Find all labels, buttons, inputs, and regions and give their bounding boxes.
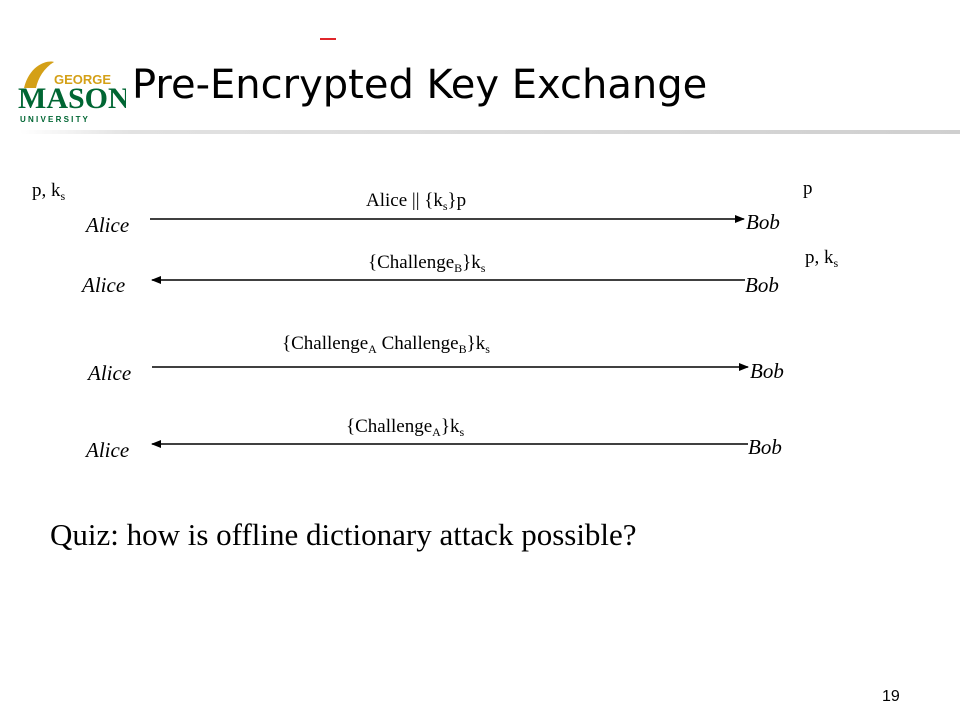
message-3-sub-mid: B [458,342,467,356]
message-4-pre: {Challenge [346,416,433,437]
message-1-post: }p [447,190,467,211]
message-3-sub: A [368,342,377,356]
page-number: 19 [882,688,900,705]
message-2-sub2: s [480,261,486,275]
bob-label-4: Bob [748,435,782,459]
logo-line3: U N I V E R S I T Y [20,115,89,124]
message-1-pre: Alice || {k [366,190,443,211]
message-4-post: }k [440,416,460,437]
message-4-sub: A [432,425,441,439]
alice-label-3: Alice [88,361,132,385]
message-3: {ChallengeA ChallengeB}ks [282,333,490,356]
bob-label-1: Bob [746,210,780,234]
message-2-pre: {Challenge [368,252,455,273]
alice-label-2: Alice [82,273,126,297]
bob-knowledge-after-sub: s [833,256,839,270]
message-4: {ChallengeA}ks [346,416,465,439]
message-1: Alice || {ks}p [366,190,467,213]
alice-knowledge-sub: s [60,189,66,203]
alice-label-1: Alice [86,213,130,237]
quiz-question: Quiz: how is offline dictionary attack p… [50,517,637,552]
message-2-sub: B [454,261,463,275]
accent-dash [320,38,336,40]
message-3-post: }k [466,333,486,354]
bob-knowledge-after-text: p, k [805,247,834,268]
message-3-mid: Challenge [376,333,459,354]
alice-knowledge: p, ks [32,180,66,203]
bob-label-2: Bob [745,273,779,297]
message-1-sub: s [442,199,448,213]
bob-label-3: Bob [750,359,784,383]
gmu-logo: GEORGE MASON U N I V E R S I T Y [14,58,130,126]
bob-knowledge-after: p, ks [805,247,839,270]
alice-label-4: Alice [86,438,130,462]
message-3-pre: {Challenge [282,333,369,354]
message-2: {ChallengeB}ks [368,252,486,275]
alice-knowledge-text: p, k [32,180,61,201]
message-4-sub2: s [459,425,465,439]
logo-line1: GEORGE [54,72,111,87]
logo-line2: MASON [18,82,126,115]
message-2-post: }k [462,252,481,273]
bob-knowledge-initial: p [803,178,813,199]
slide-title: Pre-Encrypted Key Exchange [132,62,708,108]
message-3-sub2: s [485,342,490,356]
gmu-logo-graphic: GEORGE MASON U N I V E R S I T Y [18,61,130,124]
title-rule [20,130,960,134]
